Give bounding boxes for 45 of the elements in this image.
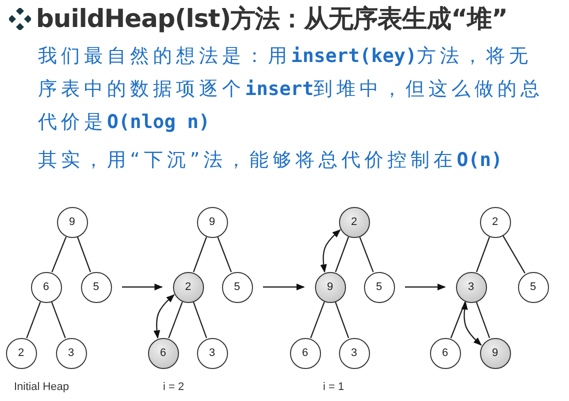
heap-node-circle: 2 (172, 272, 204, 302)
swap-arrow (320, 229, 341, 273)
heap-node-circle: 6 (30, 272, 62, 302)
heap-node-circle: 6 (290, 338, 320, 368)
step-arrow (263, 284, 305, 290)
heap-node-circle: 5 (364, 272, 394, 302)
heap-node-circle: 2 (6, 338, 36, 368)
tree-branch-line (359, 236, 374, 272)
tree-branch-line (51, 236, 67, 272)
tree-branch-line (51, 302, 66, 338)
tree-branch-line (192, 302, 208, 338)
heap-node-circle: 3 (196, 338, 228, 368)
swap-arrow (153, 294, 175, 339)
tree-branch-line (76, 236, 92, 272)
heap-node-circle: 5 (222, 272, 252, 302)
tree-branch-line (476, 236, 490, 272)
heap-node-circle: 5 (518, 272, 548, 302)
tree-branch-line (334, 302, 350, 338)
heap-node-circle: 9 (480, 338, 510, 368)
step-caption: i = 1 (323, 381, 344, 393)
tree-branch-line (502, 236, 526, 274)
tree-branch-line (26, 302, 41, 338)
swap-arrow (461, 301, 482, 346)
heap-node-circle: 9 (196, 206, 228, 238)
heap-node-circle: 2 (338, 206, 370, 238)
step-caption: Initial Heap (14, 381, 70, 393)
heap-node-circle: 6 (148, 338, 178, 368)
heap-node-circle: 5 (80, 272, 112, 302)
tree-branch-line (192, 236, 208, 272)
heap-node-circle: 2 (480, 206, 510, 238)
tree-branch-line (310, 302, 325, 338)
heap-node-circle: 6 (430, 338, 460, 368)
heap-node-circle: 9 (314, 272, 346, 302)
heap-node-circle: 9 (56, 206, 88, 238)
heap-node-circle: 3 (338, 338, 370, 368)
tree-branch-line (334, 236, 350, 272)
step-arrow (405, 284, 446, 290)
heap-node-circle: 3 (56, 338, 86, 368)
tree-branch-line (168, 302, 183, 338)
step-caption: i = 2 (163, 381, 184, 393)
slide-title: buildHeap(lst)方法：从无序表生成“堆” (36, 3, 508, 35)
heap-node-circle: 3 (456, 272, 486, 302)
step-arrow (122, 284, 163, 290)
tree-branch-line (217, 236, 232, 272)
tree-branch-line (476, 302, 490, 338)
